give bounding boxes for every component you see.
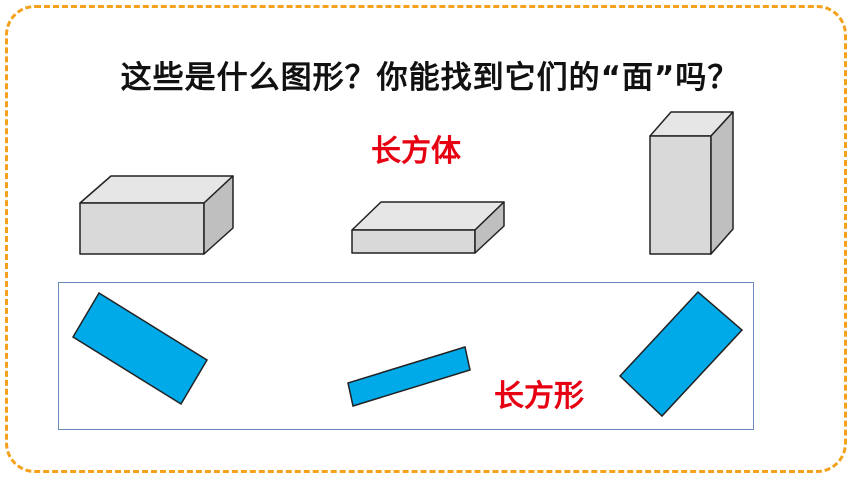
question-title: 这些是什么图形？你能找到它们的“面”吗？ — [120, 60, 740, 96]
faces-box — [58, 282, 754, 430]
rectangle-face-center — [347, 346, 471, 407]
dashed-frame — [5, 5, 847, 473]
label-rectangle: 长方形 — [494, 379, 584, 414]
rectangle-face-right — [618, 290, 744, 418]
rectangle-face-left — [71, 291, 209, 406]
cuboid-flat — [351, 201, 505, 254]
cuboid-wide — [79, 175, 234, 255]
cuboid-tall — [649, 111, 734, 255]
label-cuboid: 长方体 — [371, 134, 461, 169]
